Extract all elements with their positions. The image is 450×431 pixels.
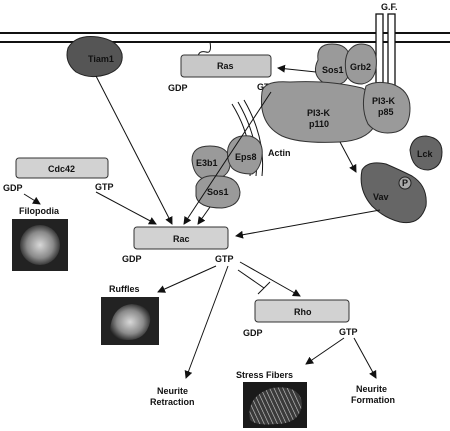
neurite-retraction-label-2: Retraction	[150, 397, 195, 407]
ras-box	[180, 54, 272, 78]
arrows	[23, 64, 381, 379]
arrow-sos1-rac	[197, 206, 211, 225]
arrow-cdc42-rac	[95, 191, 157, 225]
ras-gdp: GDP	[168, 83, 188, 93]
neurite-retraction-label-1: Neurite	[157, 386, 188, 396]
arrow-rho-neurite-formation	[353, 337, 377, 379]
cdc42-gdp: GDP	[3, 183, 23, 193]
sos1-bottom-label: Sos1	[207, 187, 229, 197]
actin-label: Actin	[268, 148, 291, 158]
eps8-label: Eps8	[235, 152, 257, 162]
pi3k-p85-shape	[362, 81, 411, 134]
pi3k-p110-label-2: p110	[309, 119, 329, 129]
stress-fibers-label: Stress Fibers	[236, 370, 293, 380]
sos1-bottom-shape	[195, 175, 241, 209]
phospho-circle	[398, 176, 412, 190]
rho-label: Rho	[294, 307, 312, 317]
arrow-cdc42-filopodia	[23, 193, 41, 205]
arrow-rac-rho	[239, 261, 301, 297]
cdc42-label: Cdc42	[48, 164, 75, 174]
neurite-formation-label-2: Formation	[351, 395, 395, 405]
rac-label: Rac	[173, 234, 190, 244]
gf-receptor	[375, 13, 396, 89]
cdc42-box	[15, 157, 109, 179]
filopodia-cell	[20, 225, 60, 265]
arrow-sos1-ras	[277, 64, 317, 73]
pi3k-p85-label-2: p85	[378, 107, 394, 117]
arrow-pi3k-vav	[339, 141, 357, 173]
neurite-formation-label-1: Neurite	[356, 384, 387, 394]
ruffles-label: Ruffles	[109, 284, 140, 294]
vav-label: Vav	[373, 192, 389, 202]
ruffles-cell	[110, 304, 151, 340]
rho-gdp: GDP	[243, 328, 263, 338]
e3b1-label: E3b1	[196, 158, 218, 168]
sos1-top-label: Sos1	[322, 65, 344, 75]
rac-box	[133, 226, 229, 250]
grb2-label: Grb2	[350, 62, 371, 72]
arrow-tiam1-rac	[95, 75, 173, 225]
cdc42-gtp: GTP	[95, 182, 114, 192]
pi3k-p85-label-1: PI3-K	[372, 96, 396, 106]
rho-box	[254, 299, 350, 323]
tiam1-label: Tiam1	[88, 54, 114, 64]
lck-shape	[409, 135, 443, 171]
filopodia-label: Filopodia	[19, 206, 60, 216]
ras-anchor	[197, 41, 211, 59]
arrow-rho-stress	[305, 337, 345, 365]
arrow-ras-rac	[183, 91, 272, 225]
tiam1-shape	[66, 36, 123, 78]
rac-gtp: GTP	[215, 254, 234, 264]
stress-fibers-cell	[249, 387, 302, 425]
rho-gtp: GTP	[339, 327, 358, 337]
vav-shape	[360, 162, 427, 224]
inhibition-rho-rac	[237, 269, 271, 295]
arrow-rac-retraction	[184, 265, 229, 379]
arrow-vav-rac	[235, 209, 381, 239]
gf-label: G.F.	[381, 2, 398, 12]
ras-label: Ras	[217, 61, 234, 71]
rac-gdp: GDP	[122, 254, 142, 264]
pi3k-p110-label-1: PI3-K	[307, 108, 331, 118]
grb2-shape	[344, 43, 377, 85]
lck-label: Lck	[417, 149, 434, 159]
arrow-rac-ruffles	[157, 265, 217, 293]
phospho-label: P	[402, 178, 408, 188]
